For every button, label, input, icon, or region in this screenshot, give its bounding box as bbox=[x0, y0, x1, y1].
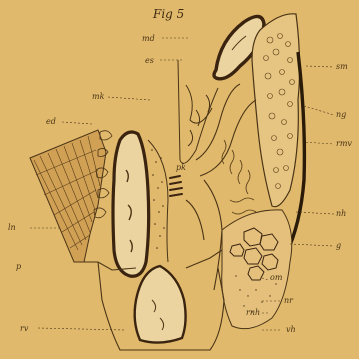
label-vh: vh bbox=[286, 325, 296, 334]
label-rnh: rnh bbox=[246, 308, 260, 317]
central-vertical-bone bbox=[113, 132, 149, 276]
figure-title: Fig 5 bbox=[153, 7, 184, 21]
label-rmv: rmv bbox=[336, 139, 352, 148]
label-rv: rv bbox=[20, 324, 28, 333]
label-ng: ng bbox=[336, 110, 346, 119]
label-mk: mk bbox=[92, 92, 104, 101]
label-es: es bbox=[145, 56, 154, 65]
label-ed: ed bbox=[46, 117, 56, 126]
label-md: md bbox=[142, 34, 155, 43]
label-p: p bbox=[16, 262, 21, 271]
label-nh: nh bbox=[336, 209, 346, 218]
label-sm: sm bbox=[336, 62, 348, 71]
label-g: g bbox=[336, 241, 341, 250]
label-om: om bbox=[270, 273, 282, 282]
label-pk: pk bbox=[176, 163, 186, 172]
label-nr: nr bbox=[284, 296, 293, 305]
label-ln: ln bbox=[8, 223, 16, 232]
